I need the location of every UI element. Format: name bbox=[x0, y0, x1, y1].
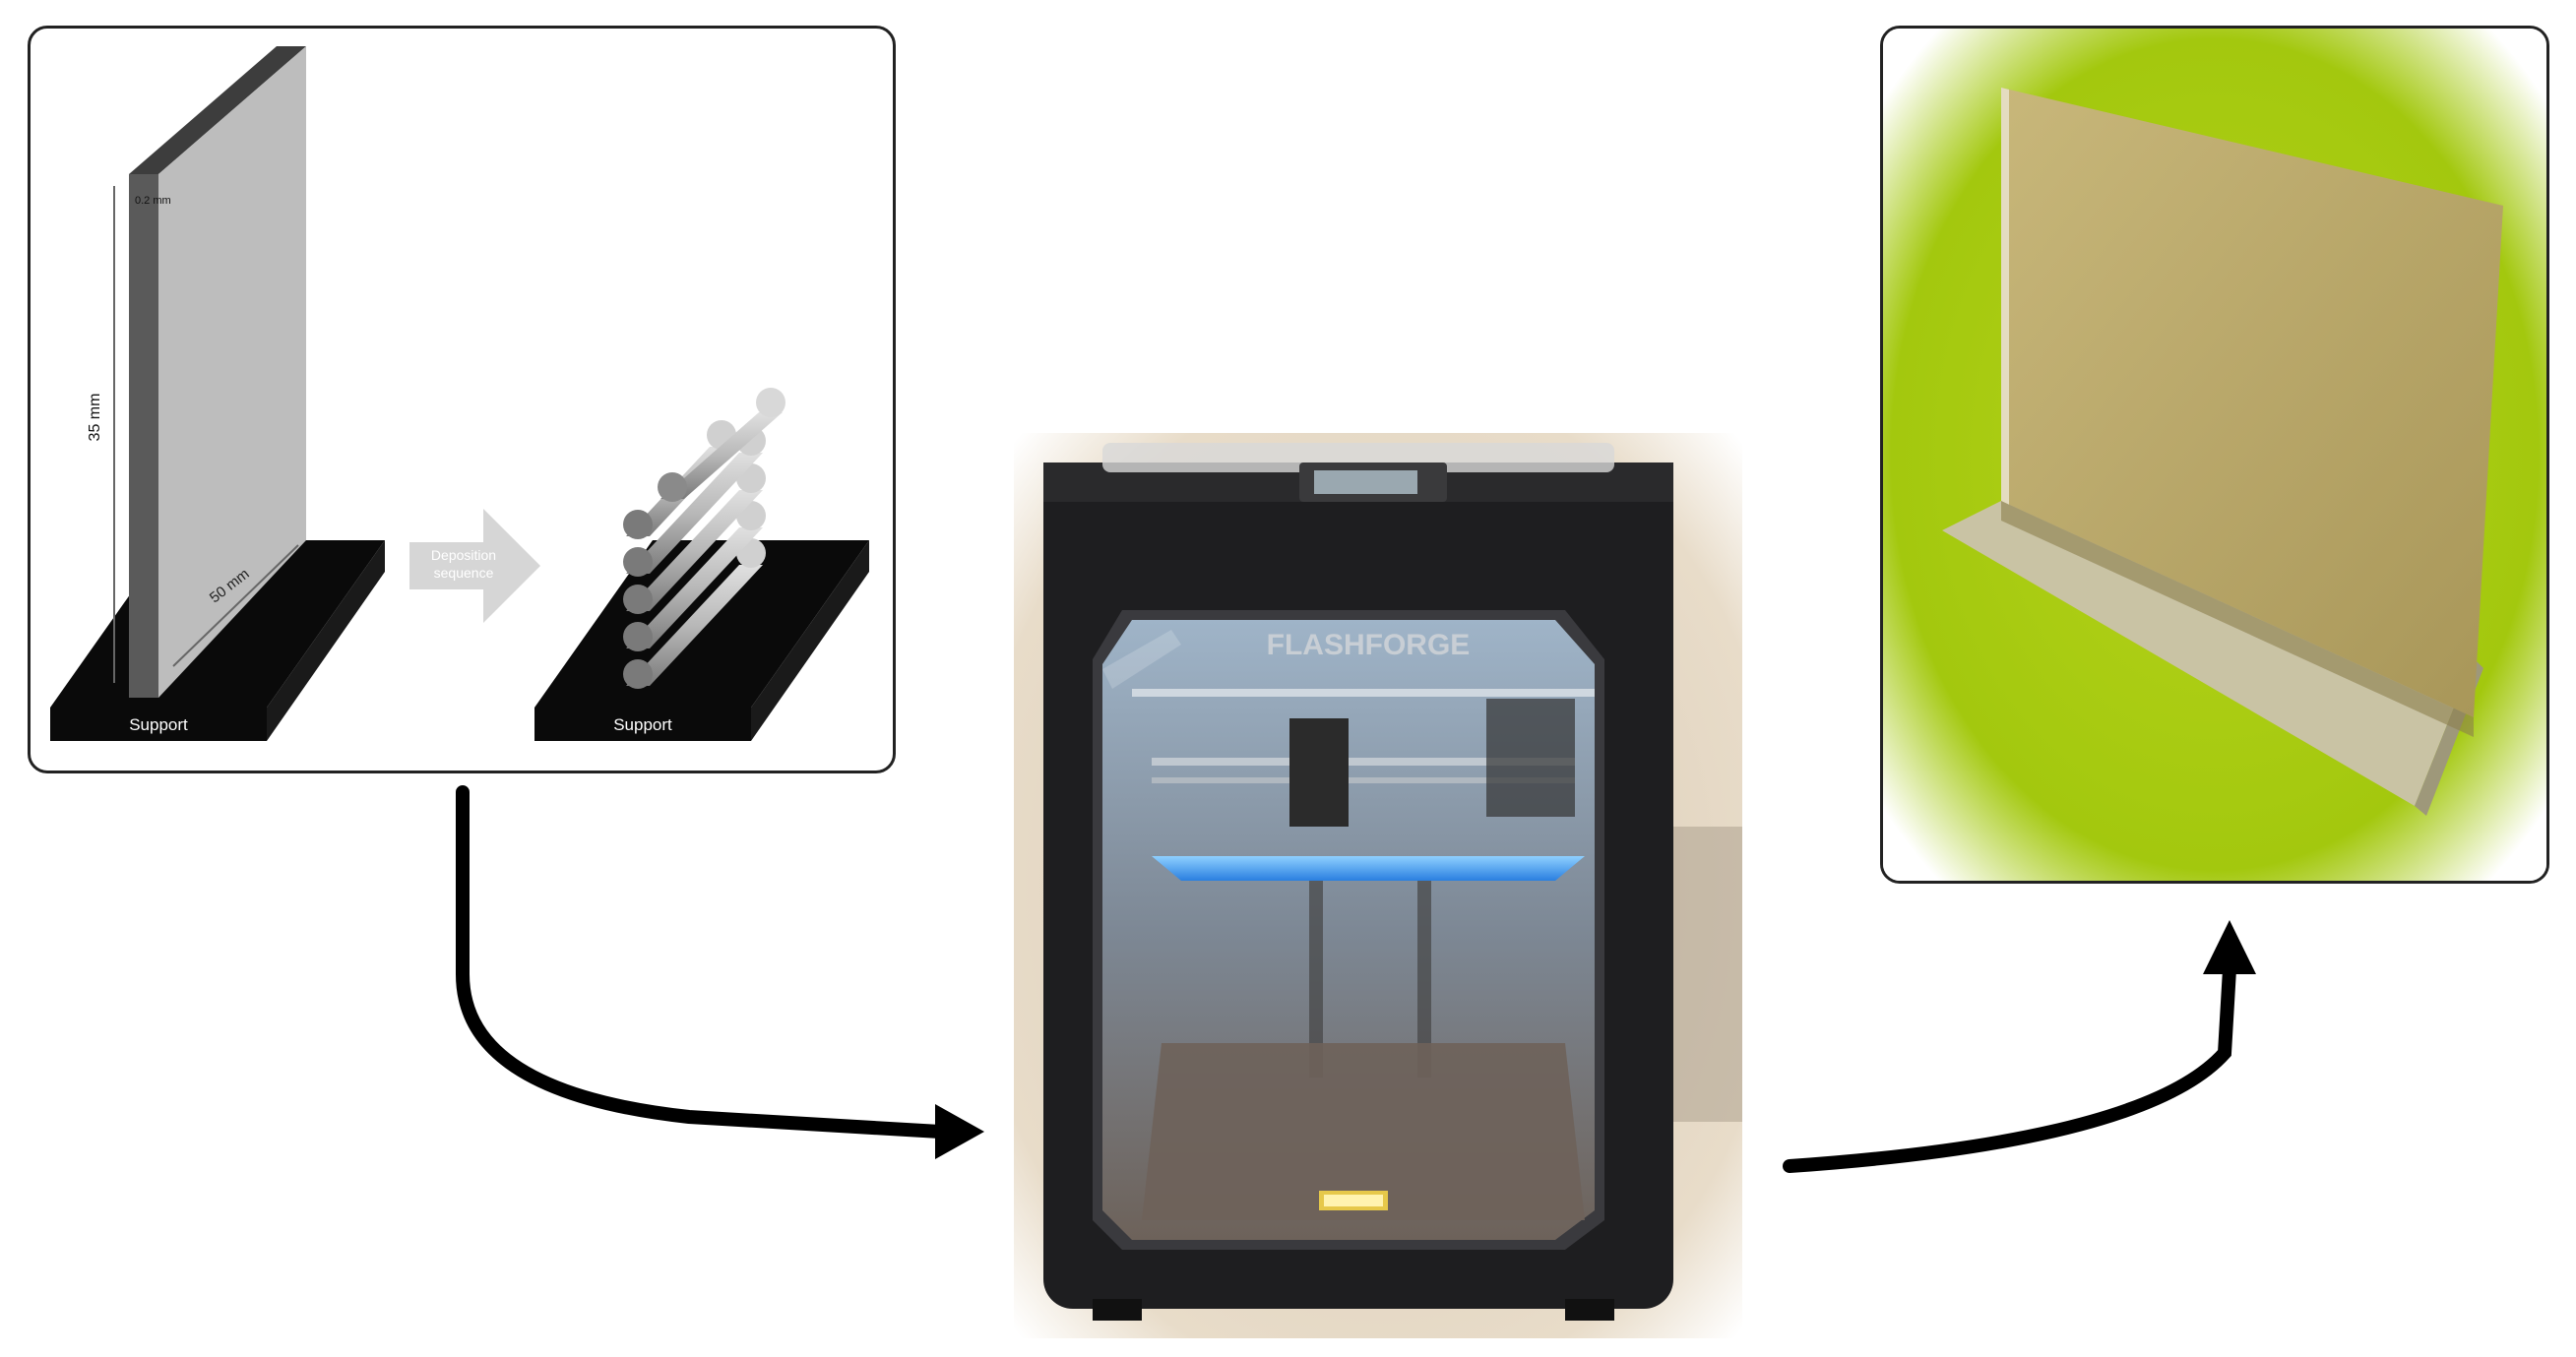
3d-printer-image: FLASHFORGE bbox=[1014, 433, 1742, 1338]
support-label-left: Support bbox=[129, 715, 188, 734]
deposition-label-line2: sequence bbox=[434, 565, 494, 581]
deposited-filament-rods bbox=[623, 388, 785, 689]
design-schematic-panel: Support 35 mm 0.2 mm 50 mm Deposition se… bbox=[28, 26, 896, 773]
thickness-label: 0.2 mm bbox=[135, 195, 171, 207]
printed-thin-wall bbox=[1942, 88, 2503, 816]
arrow-design-to-printer bbox=[456, 785, 984, 1159]
design-schematic-drawing: Support 35 mm 0.2 mm 50 mm Deposition se… bbox=[50, 46, 869, 741]
height-label: 35 mm bbox=[87, 394, 103, 442]
support-label-right: Support bbox=[613, 715, 672, 734]
printer-gantry bbox=[1132, 689, 1595, 827]
deposition-sequence-arrow bbox=[409, 509, 540, 623]
arrow-printer-to-part bbox=[1783, 920, 2256, 1173]
printed-part-panel bbox=[1880, 26, 2549, 884]
length-dimension-line bbox=[172, 544, 299, 667]
thin-wall-model bbox=[129, 46, 306, 698]
printer-brand-label: FLASHFORGE bbox=[1267, 629, 1471, 661]
print-bed bbox=[1152, 856, 1585, 881]
deposition-label-line1: Deposition bbox=[431, 547, 496, 563]
